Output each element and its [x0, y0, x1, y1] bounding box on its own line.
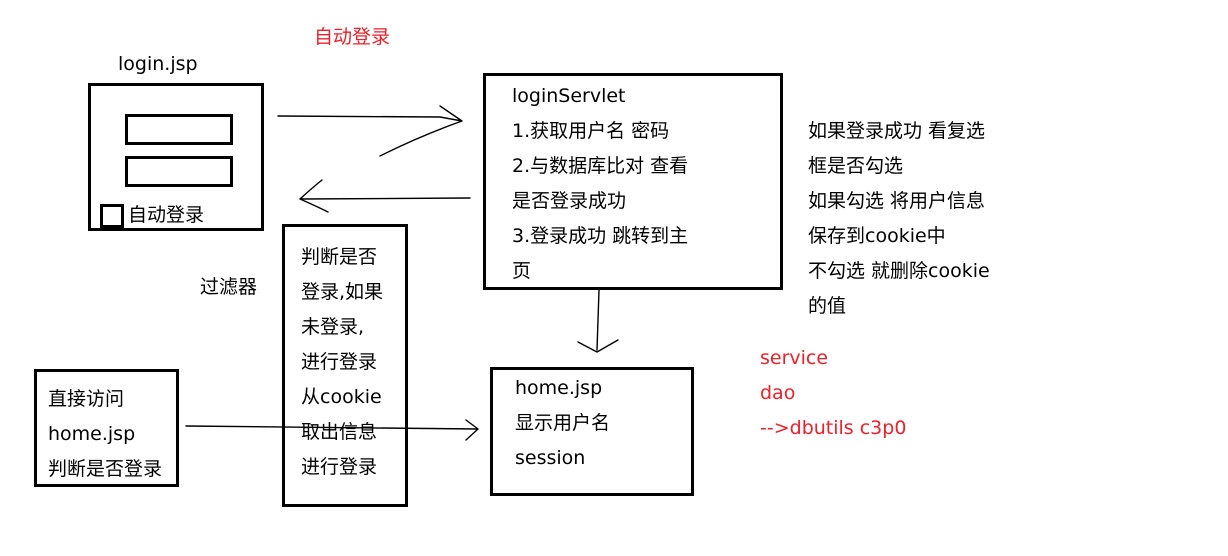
login-servlet-line: loginServlet	[512, 85, 626, 107]
login-servlet-line: 3.登录成功 跳转到主	[512, 225, 689, 247]
login-jsp-box	[88, 83, 264, 231]
login-servlet-line: 2.与数据库比对 查看	[512, 155, 689, 177]
layers-note: service dao -->dbutils c3p0	[760, 341, 906, 446]
layers-line: -->dbutils c3p0	[760, 417, 907, 439]
arrow-servlet-to-login	[299, 179, 471, 213]
auto-login-checkbox[interactable]	[100, 204, 124, 228]
login-servlet-box	[483, 73, 783, 290]
login-jsp-label: login.jsp	[118, 53, 198, 75]
servlet-note-line: 框是否勾选	[808, 155, 904, 177]
login-servlet-line: 是否登录成功	[512, 190, 627, 212]
filter-text: 判断是否 登录,如果 未登录, 进行登录 从cookie 取出信息 进行登录	[301, 240, 383, 485]
filter-line: 进行登录	[301, 456, 378, 478]
servlet-note-line: 不勾选 就删除cookie	[808, 260, 990, 282]
home-jsp-line: home.jsp	[515, 377, 603, 399]
login-servlet-line: 页	[512, 260, 532, 282]
arrow-login-to-servlet	[277, 105, 463, 157]
home-jsp-box	[490, 367, 694, 496]
filter-line: 登录,如果	[301, 281, 384, 303]
filter-label: 过滤器	[200, 276, 258, 298]
layers-line: dao	[760, 382, 796, 404]
servlet-note-line: 保存到cookie中	[808, 225, 946, 247]
servlet-note-line: 如果登录成功 看复选	[808, 120, 986, 142]
direct-access-line: home.jsp	[48, 423, 136, 445]
home-jsp-line: 显示用户名	[515, 412, 611, 434]
login-servlet-line: 1.获取用户名 密码	[512, 120, 670, 142]
servlet-note: 如果登录成功 看复选 框是否勾选 如果勾选 将用户信息 保存到cookie中 不…	[808, 114, 990, 324]
filter-box	[282, 224, 408, 507]
arrow-direct-to-home	[185, 419, 479, 441]
diagram-title: 自动登录	[314, 26, 391, 48]
arrow-servlet-to-home	[577, 289, 619, 353]
direct-access-box	[34, 369, 179, 487]
servlet-note-line: 如果勾选 将用户信息	[808, 190, 986, 212]
filter-line: 从cookie	[301, 386, 382, 408]
login-servlet-text: loginServlet 1.获取用户名 密码 2.与数据库比对 查看 是否登录…	[512, 79, 688, 289]
password-field[interactable]	[125, 156, 233, 187]
home-jsp-line: session	[515, 447, 586, 469]
servlet-note-line: 的值	[808, 295, 847, 317]
filter-line: 未登录,	[301, 316, 365, 338]
direct-access-text: 直接访问 home.jsp 判断是否登录	[48, 382, 162, 487]
home-jsp-text: home.jsp 显示用户名 session	[515, 371, 610, 476]
filter-line: 取出信息	[301, 421, 378, 443]
filter-line: 判断是否	[301, 246, 378, 268]
direct-access-line: 直接访问	[48, 388, 125, 410]
username-field[interactable]	[125, 114, 233, 145]
layers-line: service	[760, 347, 829, 369]
auto-login-checkbox-label: 自动登录	[128, 204, 205, 226]
filter-line: 进行登录	[301, 351, 378, 373]
direct-access-line: 判断是否登录	[48, 458, 163, 480]
